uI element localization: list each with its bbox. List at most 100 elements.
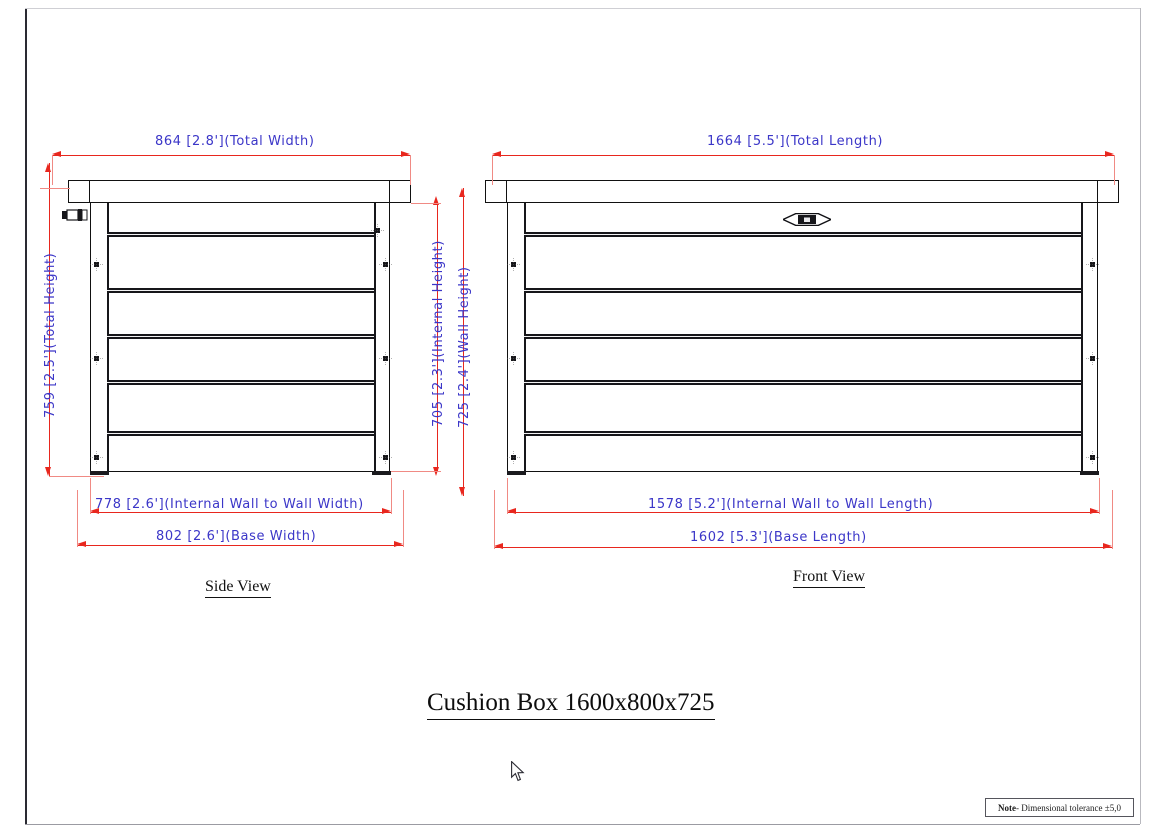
dim-ext-line <box>52 155 53 185</box>
dim-arrow <box>401 151 410 157</box>
view-label-side: Side View <box>205 578 271 598</box>
front-slat-joint <box>524 232 1081 237</box>
front-foot-left <box>507 471 526 475</box>
sheet-border-bottom <box>25 824 1140 825</box>
view-label-front: Front View <box>793 568 866 588</box>
dim-arrow <box>52 151 61 157</box>
side-lid-cap-right <box>389 180 411 203</box>
dim-ext-line <box>1112 490 1113 549</box>
dim-arrow <box>45 163 51 172</box>
dim-line-side-base-width <box>77 545 403 546</box>
side-fastener-mark <box>90 258 103 271</box>
front-slat-joint <box>524 431 1081 436</box>
dim-label-side-internal-height: 705 [2.3'](Internal Height) <box>431 240 446 427</box>
front-slat-joint <box>524 288 1081 293</box>
side-body-edge-left-outer <box>90 203 91 471</box>
dim-ext-line <box>1114 155 1115 185</box>
dim-ext-line <box>391 478 392 514</box>
side-latch-icon <box>62 209 88 221</box>
dim-arrow <box>394 541 403 547</box>
side-body-edge-right-outer <box>389 203 390 471</box>
front-fastener-mark <box>1086 258 1099 271</box>
front-foot-right <box>1080 471 1099 475</box>
dim-ext-line <box>492 155 493 185</box>
dim-ext-line <box>49 476 104 477</box>
dim-label-front-base-length: 1602 [5.3'](Base Length) <box>690 530 867 545</box>
front-post-right <box>1081 203 1083 471</box>
side-body-bottom <box>90 471 389 472</box>
dim-ext-line <box>391 471 441 472</box>
side-fastener-mark <box>90 352 103 365</box>
side-slat-joint <box>107 232 374 237</box>
front-body-bottom <box>507 471 1097 472</box>
dim-arrow <box>382 508 391 514</box>
front-fastener-mark <box>1086 451 1099 464</box>
front-body-edge-right-outer <box>1097 203 1098 471</box>
dim-arrow <box>77 541 86 547</box>
front-fastener-mark <box>507 451 520 464</box>
tolerance-note-text: - Dimensional tolerance ±5,0 <box>1016 802 1121 813</box>
dim-ext-line <box>403 490 404 547</box>
dim-line-front-total-length <box>492 155 1114 156</box>
side-slat-joint <box>107 431 374 436</box>
side-slat-joint <box>107 334 374 339</box>
dim-ext-line <box>410 155 411 185</box>
front-body-edge-left-outer <box>507 203 508 471</box>
dim-arrow <box>459 487 465 496</box>
dim-label-front-internal-w2w: 1578 [5.2'](Internal Wall to Wall Length… <box>648 497 934 512</box>
side-slat-joint <box>107 288 374 293</box>
dim-line-side-total-height <box>49 163 50 476</box>
dim-arrow <box>433 196 439 205</box>
dim-arrow <box>507 508 516 514</box>
dim-line-side-internal-height <box>437 203 438 471</box>
dim-ext-line <box>494 490 495 549</box>
sheet-border-left <box>25 8 27 824</box>
dim-ext-line <box>40 188 70 189</box>
dim-ext-line <box>411 203 441 204</box>
side-fastener-mark <box>90 451 103 464</box>
side-lid-band <box>68 180 411 203</box>
lid-handle-icon <box>783 213 831 226</box>
side-fastener-mark <box>379 451 392 464</box>
front-slat-joint <box>524 334 1081 339</box>
dim-arrow <box>494 543 503 549</box>
tolerance-note-prefix: Note <box>998 802 1017 813</box>
dim-ext-line <box>77 490 78 547</box>
side-foot-right <box>372 471 391 475</box>
dim-arrow <box>1103 543 1112 549</box>
dim-line-side-wall-height <box>463 188 464 496</box>
dim-ext-line <box>90 478 91 514</box>
front-lid-band <box>485 180 1119 203</box>
dim-line-front-internal-w2w <box>507 512 1099 513</box>
dim-label-front-total-length: 1664 [5.5'](Total Length) <box>707 134 884 149</box>
dim-label-side-internal-w2w: 778 [2.6'](Internal Wall to Wall Width) <box>95 497 364 512</box>
front-fastener-mark <box>507 258 520 271</box>
dim-arrow <box>459 188 465 197</box>
front-lid-cap-left <box>485 180 507 203</box>
front-lid-cap-right <box>1097 180 1119 203</box>
dim-line-front-base-length <box>494 547 1112 548</box>
dim-label-side-total-width: 864 [2.8'](Total Width) <box>155 134 315 149</box>
front-fastener-mark <box>1086 352 1099 365</box>
dim-arrow <box>1090 508 1099 514</box>
side-fastener-mark <box>379 352 392 365</box>
side-lid-cap-left <box>68 180 90 203</box>
dim-line-side-internal-w2w <box>90 512 391 513</box>
dim-label-side-base-width: 802 [2.6'](Base Width) <box>156 529 317 544</box>
mouse-cursor <box>511 761 525 782</box>
side-slat-joint <box>107 380 374 385</box>
side-post-right <box>374 203 376 471</box>
side-foot-left <box>90 471 109 475</box>
sheet-border-right <box>1140 8 1141 824</box>
dim-arrow <box>90 508 99 514</box>
side-fastener-mark <box>371 224 384 237</box>
sheet-border-top <box>25 8 1140 9</box>
dim-arrow <box>1105 151 1114 157</box>
dim-arrow <box>45 467 51 476</box>
dim-ext-line <box>1099 478 1100 514</box>
front-slat-joint <box>524 380 1081 385</box>
dim-label-side-total-height: 759 [2.5'](Total Height) <box>43 252 58 418</box>
dim-ext-line <box>507 478 508 514</box>
dim-label-side-wall-height: 725 [2.4'](Wall Height) <box>457 266 472 428</box>
